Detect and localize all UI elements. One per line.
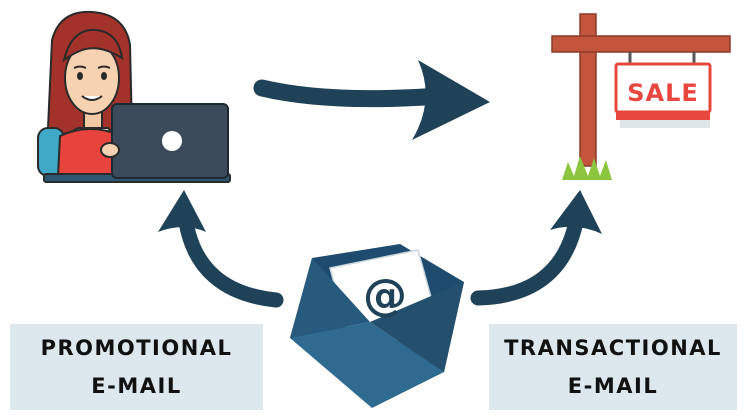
sale-sign-text: SALE (627, 79, 699, 107)
arrow-icon (253, 60, 490, 140)
transactional-label-line2: E-MAIL (567, 374, 659, 398)
transactional-label-line1: TRANSACTIONAL (504, 336, 722, 360)
arrow-icon (158, 190, 284, 308)
promotional-label-line1: PROMOTIONAL (40, 336, 233, 360)
email-envelope-icon (290, 244, 464, 408)
at-symbol: @ (363, 270, 407, 321)
promotional-label-line2: E-MAIL (91, 374, 182, 398)
promotional-email-label: PROMOTIONAL E-MAIL (10, 324, 263, 410)
sale-sign-icon (551, 13, 731, 180)
woman-with-laptop-icon (37, 10, 231, 183)
transactional-email-label: TRANSACTIONAL E-MAIL (489, 324, 737, 410)
arrow-icon (470, 190, 602, 306)
